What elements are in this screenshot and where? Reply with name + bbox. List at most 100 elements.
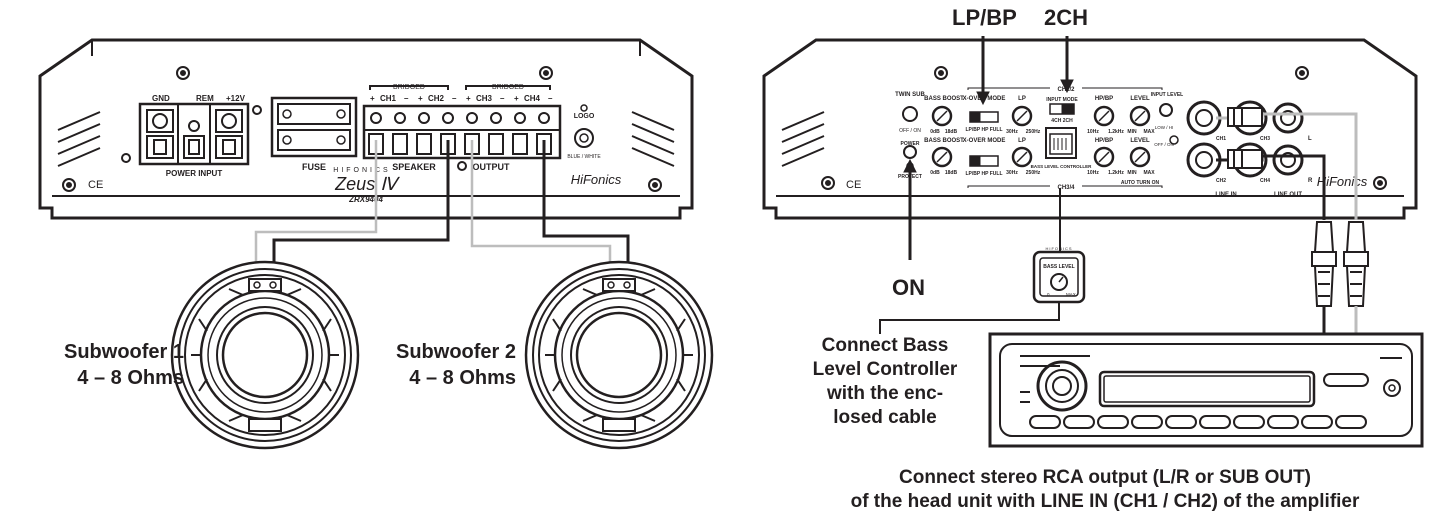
rca-ch1-label: CH1 bbox=[1216, 136, 1226, 142]
auto-off-on-label: OFF / ON bbox=[1154, 142, 1174, 147]
callout-lpbp: LP/BP bbox=[952, 5, 1017, 30]
rca-plug-r bbox=[1311, 221, 1337, 307]
level-min-1: MIN bbox=[1127, 129, 1137, 135]
level-knob-1 bbox=[1129, 105, 1151, 127]
bass-level-remote: HIFONICS BASS LEVEL 0 MAX bbox=[879, 188, 1086, 334]
svg-text:–: – bbox=[548, 94, 553, 103]
bass-caption-line-3: with the enc- bbox=[826, 383, 944, 404]
rca-caption-line-2: of the head unit with LINE IN (CH1 / CH2… bbox=[850, 491, 1360, 512]
xover-mode-label-2: X-OVER MODE bbox=[963, 138, 1006, 144]
ch34-label: CH3/4 bbox=[1057, 185, 1075, 191]
remote-max: MAX bbox=[1066, 292, 1076, 297]
hpbp-label-2: HP/BP bbox=[1095, 138, 1113, 144]
ce-mark: CE bbox=[88, 179, 103, 191]
rca-ch3-label: CH3 bbox=[1260, 136, 1270, 142]
xover-opts-2: LP/BP HP FULL bbox=[965, 171, 1002, 177]
ch1-label: CH1 bbox=[380, 94, 397, 103]
screw-icon bbox=[648, 178, 662, 192]
ce-mark-right: CE bbox=[846, 179, 861, 191]
bass-controller-caption: Connect Bass Level Controller with the e… bbox=[790, 334, 980, 430]
level-max-1: MAX bbox=[1143, 129, 1155, 135]
fuse-label: FUSE bbox=[302, 162, 326, 172]
lp-knob-2 bbox=[1011, 146, 1033, 168]
callout-on: ON bbox=[892, 275, 925, 300]
svg-text:+: + bbox=[418, 94, 423, 103]
left-amplifier: GND REM +12V POWER INPUT FUSE BRIDGED BR… bbox=[38, 38, 694, 220]
input-mode-switch bbox=[1049, 103, 1075, 115]
lp-max-2: 250Hz bbox=[1026, 170, 1041, 176]
brand-script-logo: HiFonics bbox=[571, 172, 622, 187]
screw-icon bbox=[176, 66, 190, 80]
right-amplifier: CE TWIN SUB OFF / ON POWER PROTECT BASS … bbox=[762, 38, 1418, 220]
subwoofer-1 bbox=[170, 260, 360, 450]
rca-ch2-label: CH2 bbox=[1216, 178, 1226, 184]
bass-boost-knob-1 bbox=[931, 105, 953, 127]
lp-min-2: 30Hz bbox=[1006, 170, 1018, 176]
auto-turn-on-switch bbox=[1169, 135, 1179, 145]
boost-min-2: 0dB bbox=[930, 170, 940, 176]
callout-2ch: 2CH bbox=[1044, 5, 1089, 30]
fuse-block bbox=[270, 96, 358, 158]
rem-label: REM bbox=[196, 94, 214, 103]
bass-level-jack bbox=[1045, 127, 1077, 159]
boost-max-2: 18dB bbox=[945, 170, 958, 176]
svg-text:+: + bbox=[514, 94, 519, 103]
hpbp-max-2: 1.2kHz bbox=[1108, 170, 1124, 176]
subwoofer-1-impedance: 4 – 8 Ohms bbox=[77, 367, 184, 389]
bass-level-controller-label: BASS LEVEL CONTROLLER bbox=[1031, 164, 1092, 169]
subwoofer-2-caption: Subwoofer 2 4 – 8 Ohms bbox=[346, 339, 516, 391]
bass-caption-line-2: Level Controller bbox=[812, 359, 958, 380]
twin-sub-switch bbox=[902, 106, 918, 122]
callout-arrows bbox=[903, 36, 1074, 260]
lp-knob-1 bbox=[1011, 105, 1033, 127]
hpbp-min-1: 10Hz bbox=[1087, 129, 1099, 135]
remote-min: 0 bbox=[1047, 292, 1050, 297]
logo-switch bbox=[574, 128, 594, 148]
logo-sub-label: BLUE / WHITE bbox=[567, 154, 601, 160]
head-unit bbox=[988, 332, 1424, 448]
level-knob-2 bbox=[1129, 146, 1151, 168]
bass-boost-label-1: BASS BOOST bbox=[924, 96, 964, 102]
vent-slots-left bbox=[57, 111, 101, 167]
model-name: Zeus Ⅳ bbox=[334, 174, 400, 194]
subwoofer-1-caption: Subwoofer 1 4 – 8 Ohms bbox=[8, 339, 184, 391]
boost-max-1: 18dB bbox=[945, 129, 958, 135]
input-mode-opts: 4CH 2CH bbox=[1051, 118, 1073, 124]
remote-label: BASS LEVEL bbox=[1043, 264, 1074, 270]
svg-text:–: – bbox=[452, 94, 457, 103]
boost-min-1: 0dB bbox=[930, 129, 940, 135]
bass-level-knob bbox=[1050, 273, 1068, 291]
rca-ch4-label: CH4 bbox=[1260, 178, 1270, 184]
input-level-switch bbox=[1159, 103, 1173, 117]
hpbp-label-1: HP/BP bbox=[1095, 96, 1113, 102]
line-in-label: LINE IN bbox=[1215, 192, 1236, 198]
rca-r-label: R bbox=[1308, 178, 1313, 184]
remote-brand: HIFONICS bbox=[1045, 246, 1072, 251]
level-label-1: LEVEL bbox=[1130, 96, 1150, 102]
auto-turn-on-label: AUTO TURN ON bbox=[1121, 180, 1160, 186]
screw-icon bbox=[1373, 176, 1387, 190]
speaker-terminal-block bbox=[362, 85, 562, 160]
bridged-label-left: BRIDGED bbox=[393, 84, 425, 91]
ch3-label: CH3 bbox=[476, 94, 493, 103]
right-amp-body bbox=[762, 38, 1418, 220]
svg-text:–: – bbox=[500, 94, 505, 103]
bridged-label-right: BRIDGED bbox=[492, 84, 524, 91]
model-number: ZRX9404 bbox=[348, 195, 383, 204]
power-input-label: POWER INPUT bbox=[166, 169, 223, 178]
vent-slots-right bbox=[631, 111, 675, 167]
screw-icon bbox=[934, 66, 948, 80]
level-label-2: LEVEL bbox=[1130, 138, 1150, 144]
logo-label: LOGO bbox=[574, 113, 595, 120]
lp-label-1: LP bbox=[1018, 96, 1026, 102]
bass-boost-label-2: BASS BOOST bbox=[924, 138, 964, 144]
screw-icon bbox=[539, 66, 553, 80]
level-max-2: MAX bbox=[1143, 170, 1155, 176]
low-hi-label: LOW / HI bbox=[1155, 125, 1174, 130]
power-label: POWER bbox=[901, 141, 920, 147]
screw-icon bbox=[1295, 66, 1309, 80]
remote-cable-lead bbox=[879, 302, 1060, 334]
rca-l-label: L bbox=[1308, 136, 1312, 142]
